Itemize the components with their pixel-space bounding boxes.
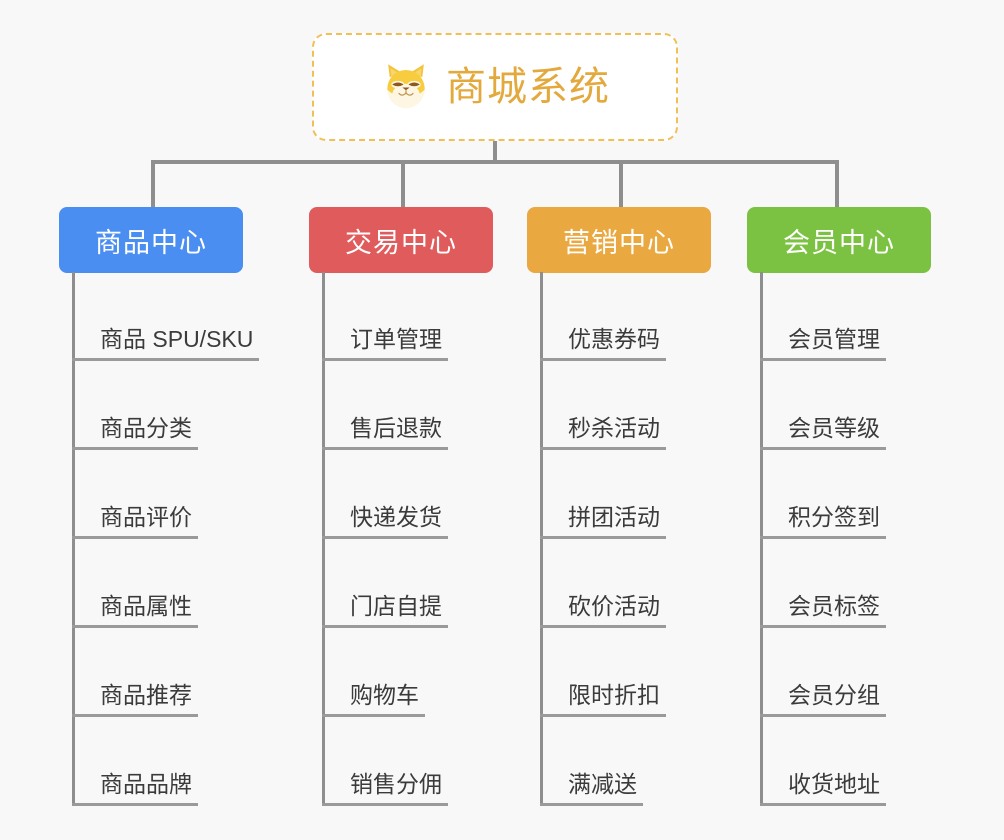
leaf-item-label: 优惠券码	[540, 326, 666, 361]
category-box-1[interactable]: 商品中心	[59, 207, 243, 273]
leaf-spine	[72, 272, 75, 806]
leaf-item[interactable]: 商品分类	[72, 361, 198, 450]
leaf-item-label: 商品推荐	[72, 682, 198, 717]
connector-drop-1	[151, 160, 155, 207]
leaf-item[interactable]: 拼团活动	[540, 450, 666, 539]
category-label: 商品中心	[95, 227, 207, 258]
connector-root-stem	[493, 141, 497, 162]
leaf-item[interactable]: 购物车	[322, 628, 425, 717]
category-box-2[interactable]: 交易中心	[309, 207, 493, 273]
leaf-item-label: 会员等级	[760, 415, 886, 450]
leaf-item-label: 积分签到	[760, 504, 886, 539]
leaf-item[interactable]: 门店自提	[322, 539, 448, 628]
leaf-item-label: 收货地址	[760, 771, 886, 806]
category-label: 会员中心	[783, 227, 895, 258]
leaf-item-label: 满减送	[540, 771, 643, 806]
leaf-item-label: 商品评价	[72, 504, 198, 539]
leaf-item[interactable]: 商品推荐	[72, 628, 198, 717]
connector-drop-2	[401, 160, 405, 207]
category-label: 交易中心	[345, 227, 457, 258]
leaf-item-label: 会员分组	[760, 682, 886, 717]
leaf-item-label: 限时折扣	[540, 682, 666, 717]
leaf-item-label: 商品 SPU/SKU	[72, 326, 260, 361]
leaf-item[interactable]: 商品 SPU/SKU	[72, 272, 260, 361]
leaf-item-label: 购物车	[322, 682, 425, 717]
leaf-item[interactable]: 优惠券码	[540, 272, 666, 361]
root-title: 商城系统	[446, 65, 610, 109]
leaf-item[interactable]: 积分签到	[760, 450, 886, 539]
leaf-item-label: 会员标签	[760, 593, 886, 628]
leaf-item-label: 会员管理	[760, 326, 886, 361]
connector-horizontal-bus	[151, 160, 839, 164]
leaf-item[interactable]: 售后退款	[322, 361, 448, 450]
leaf-item[interactable]: 满减送	[540, 717, 643, 806]
leaf-spine	[760, 272, 763, 806]
leaf-spine	[540, 272, 543, 806]
root-node[interactable]: 商城系统	[312, 33, 678, 141]
category-box-4[interactable]: 会员中心	[747, 207, 931, 273]
leaf-item-label: 商品品牌	[72, 771, 198, 806]
category-box-3[interactable]: 营销中心	[527, 207, 711, 273]
leaf-item[interactable]: 会员分组	[760, 628, 886, 717]
connector-drop-3	[619, 160, 623, 207]
leaf-item[interactable]: 商品评价	[72, 450, 198, 539]
category-label: 营销中心	[563, 227, 675, 258]
leaf-item[interactable]: 会员标签	[760, 539, 886, 628]
leaf-item-label: 门店自提	[322, 593, 448, 628]
leaf-item[interactable]: 商品品牌	[72, 717, 198, 806]
leaf-item[interactable]: 会员等级	[760, 361, 886, 450]
leaf-item[interactable]: 秒杀活动	[540, 361, 666, 450]
leaf-item[interactable]: 快递发货	[322, 450, 448, 539]
leaf-item[interactable]: 商品属性	[72, 539, 198, 628]
connector-drop-4	[835, 160, 839, 207]
leaf-item[interactable]: 收货地址	[760, 717, 886, 806]
leaf-item[interactable]: 订单管理	[322, 272, 448, 361]
leaf-item-label: 商品属性	[72, 593, 198, 628]
leaf-item[interactable]: 限时折扣	[540, 628, 666, 717]
leaf-item-label: 快递发货	[322, 504, 448, 539]
leaf-item-label: 拼团活动	[540, 504, 666, 539]
leaf-item[interactable]: 会员管理	[760, 272, 886, 361]
leaf-item[interactable]: 销售分佣	[322, 717, 448, 806]
leaf-item-label: 销售分佣	[322, 771, 448, 806]
leaf-item-label: 售后退款	[322, 415, 448, 450]
shiba-dog-face-icon	[380, 61, 432, 113]
leaf-item[interactable]: 砍价活动	[540, 539, 666, 628]
leaf-item-label: 秒杀活动	[540, 415, 666, 450]
leaf-item-label: 商品分类	[72, 415, 198, 450]
leaf-item-label: 订单管理	[322, 326, 448, 361]
leaf-spine	[322, 272, 325, 806]
leaf-item-label: 砍价活动	[540, 593, 666, 628]
